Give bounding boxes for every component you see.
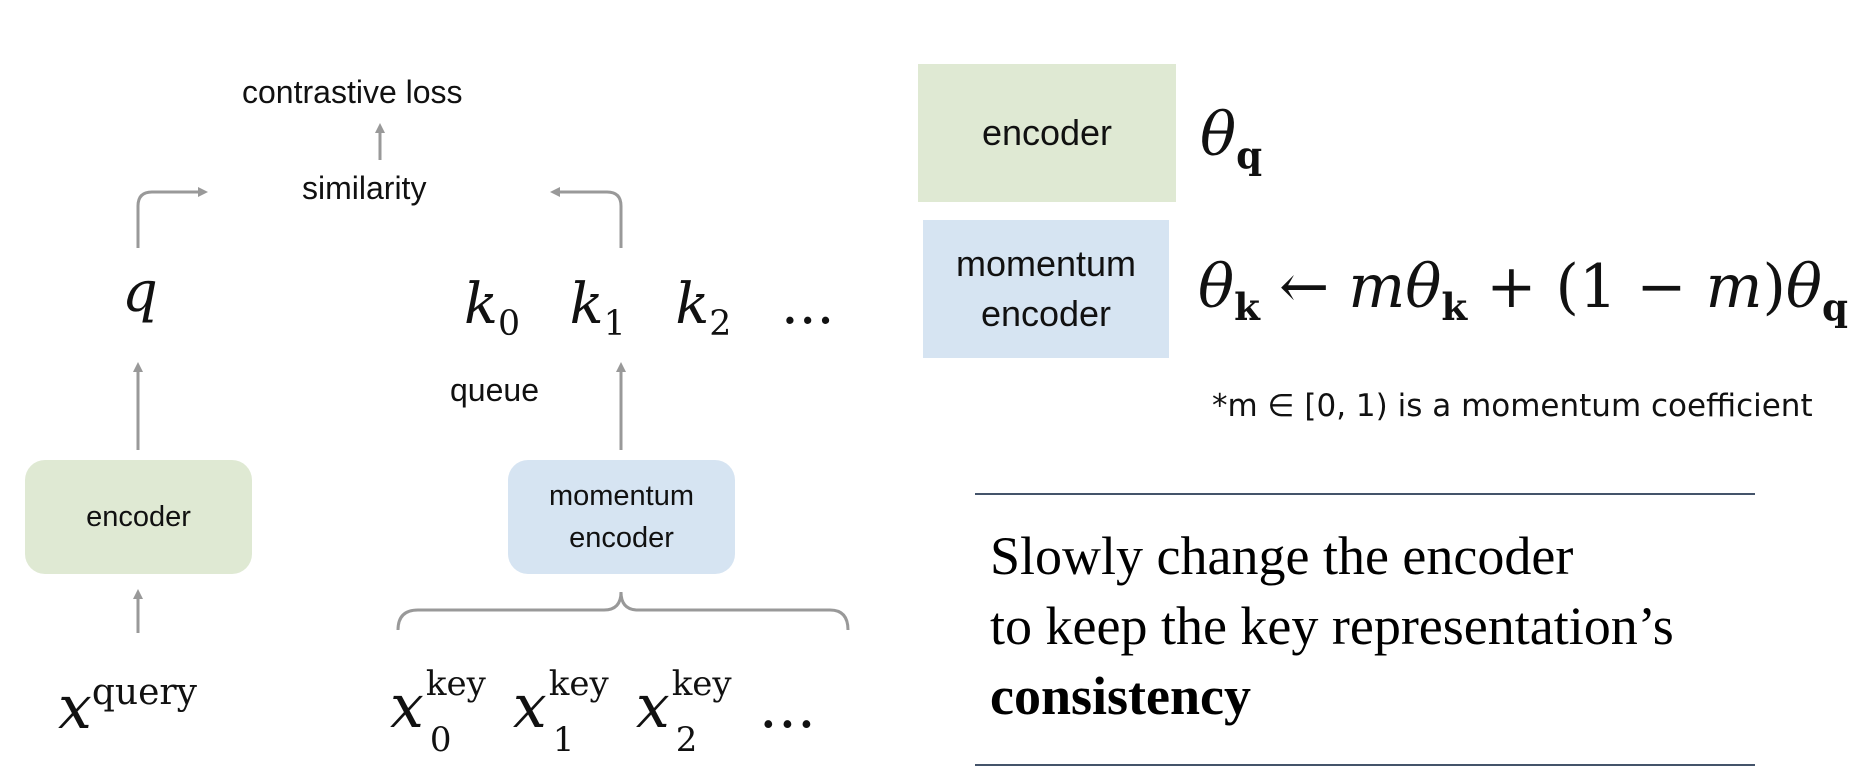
key-2: k2 bbox=[675, 272, 732, 345]
momentum-legend-line2: encoder bbox=[980, 293, 1112, 334]
momentum-encoder-line2: encoder bbox=[569, 522, 674, 554]
contrastive-loss-label: contrastive loss bbox=[242, 74, 463, 110]
bottom-rule bbox=[975, 764, 1755, 766]
statement-line-3: consistency bbox=[990, 666, 1251, 726]
queue-label: queue bbox=[450, 372, 539, 408]
encoder-box-label: encoder bbox=[86, 500, 191, 533]
top-rule bbox=[975, 493, 1755, 495]
encoder-legend-box: encoder bbox=[918, 64, 1176, 202]
arrow-q-to-similarity bbox=[136, 187, 208, 248]
momentum-encoder-line1: momentum bbox=[548, 480, 695, 512]
momentum-note: *m ∈ [0, 1) is a momentum coefficient bbox=[1212, 388, 1813, 424]
theta-q: θq bbox=[1200, 100, 1263, 178]
key-sequence: k0 k1 k2 ... bbox=[464, 272, 834, 344]
statement-line-2: to keep the key representation’s bbox=[990, 596, 1674, 656]
key-ellipsis: ... bbox=[780, 272, 835, 337]
key-1: k1 bbox=[569, 272, 626, 345]
key-0: k0 bbox=[464, 272, 521, 345]
x-query: xquery bbox=[58, 672, 197, 743]
momentum-encoder-box: momentum encoder bbox=[508, 460, 735, 574]
momentum-legend-box: momentum encoder bbox=[923, 220, 1169, 358]
momentum-legend-line1: momentum bbox=[955, 243, 1137, 284]
x-key-ellipsis: ... bbox=[758, 672, 816, 742]
arrow-keys-to-similarity bbox=[550, 187, 623, 248]
momentum-update-rule: θk ← mθk + (1 − m)θq bbox=[1198, 252, 1849, 330]
key-brace bbox=[396, 591, 850, 631]
q-symbol: q bbox=[122, 260, 158, 325]
encoder-legend-label: encoder bbox=[981, 112, 1113, 153]
similarity-label: similarity bbox=[302, 170, 427, 206]
statement-line-1: Slowly change the encoder bbox=[990, 526, 1574, 586]
encoder-box: encoder bbox=[25, 460, 252, 574]
